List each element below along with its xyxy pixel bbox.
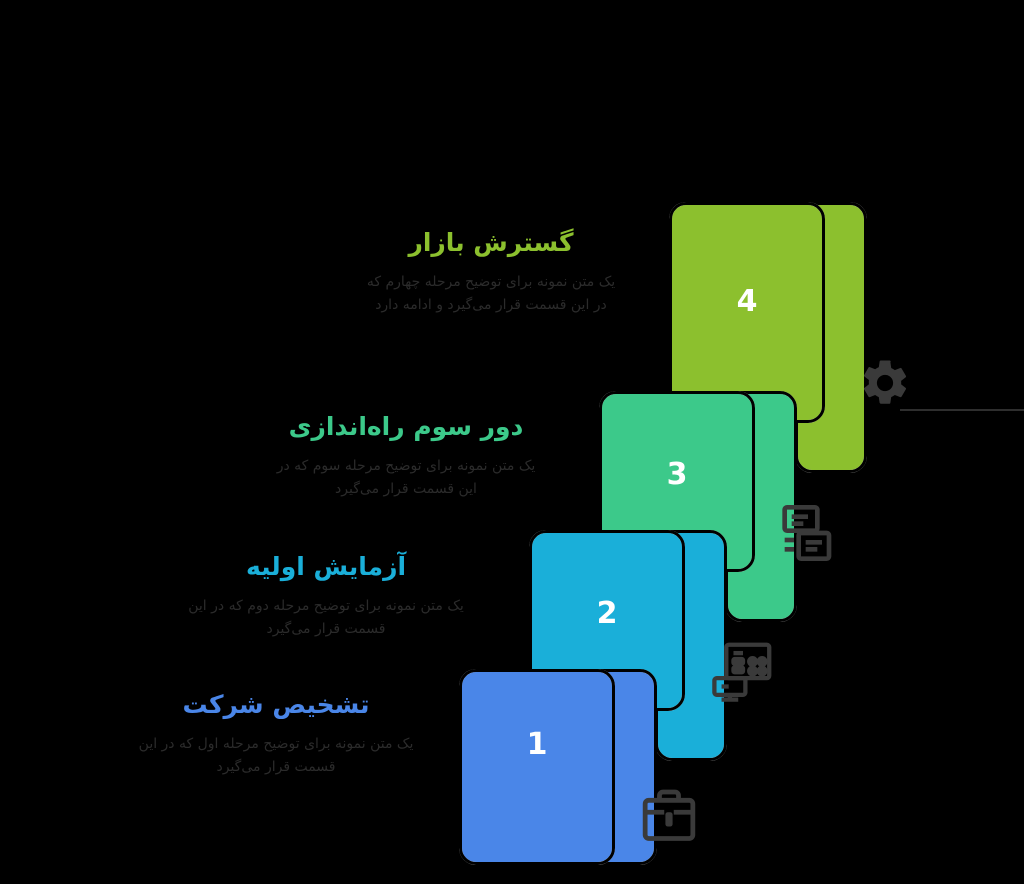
step-heading-2: آزمایش اولیه bbox=[245, 552, 407, 581]
step-card-4-number: 4 bbox=[736, 284, 758, 319]
step-heading-3: دور سوم راه‌اندازی bbox=[288, 412, 524, 441]
calculator-monitor-icon bbox=[712, 640, 774, 702]
step-card-1-body bbox=[459, 669, 615, 865]
step-heading-4: گسترش بازار bbox=[408, 228, 574, 257]
step-body-3: یک متن نمونه برای توضیح مرحله سوم که در … bbox=[276, 458, 536, 498]
step-card-2-number: 2 bbox=[596, 596, 618, 631]
step-body-4: یک متن نمونه برای توضیح مرحله چهارم که د… bbox=[366, 274, 616, 314]
step-body-2: یک متن نمونه برای توضیح مرحله دوم که در … bbox=[188, 598, 464, 638]
gear-icon bbox=[858, 356, 912, 410]
step-body-1: یک متن نمونه برای توضیح مرحله اول که در … bbox=[138, 736, 414, 776]
step-card-4-body bbox=[669, 202, 825, 423]
step-card-1-number: 1 bbox=[526, 727, 548, 762]
step-text-2: آزمایش اولیه یک متن نمونه برای توضیح مرح… bbox=[186, 552, 466, 641]
step-text-3: دور سوم راه‌اندازی یک متن نمونه برای توض… bbox=[276, 412, 536, 501]
step4-baseline-rule bbox=[900, 409, 1024, 411]
document-chart-icon bbox=[780, 502, 836, 564]
briefcase-icon bbox=[640, 786, 698, 848]
step-heading-1: تشخیص شرکت bbox=[182, 690, 370, 719]
step-card-1[interactable]: 1 bbox=[459, 669, 657, 865]
step-card-3-number: 3 bbox=[666, 457, 688, 492]
step-text-4: گسترش بازار یک متن نمونه برای توضیح مرحل… bbox=[366, 228, 616, 317]
step-card-4[interactable]: 4 bbox=[669, 202, 867, 473]
step-text-1: تشخیص شرکت یک متن نمونه برای توضیح مرحله… bbox=[136, 690, 416, 779]
